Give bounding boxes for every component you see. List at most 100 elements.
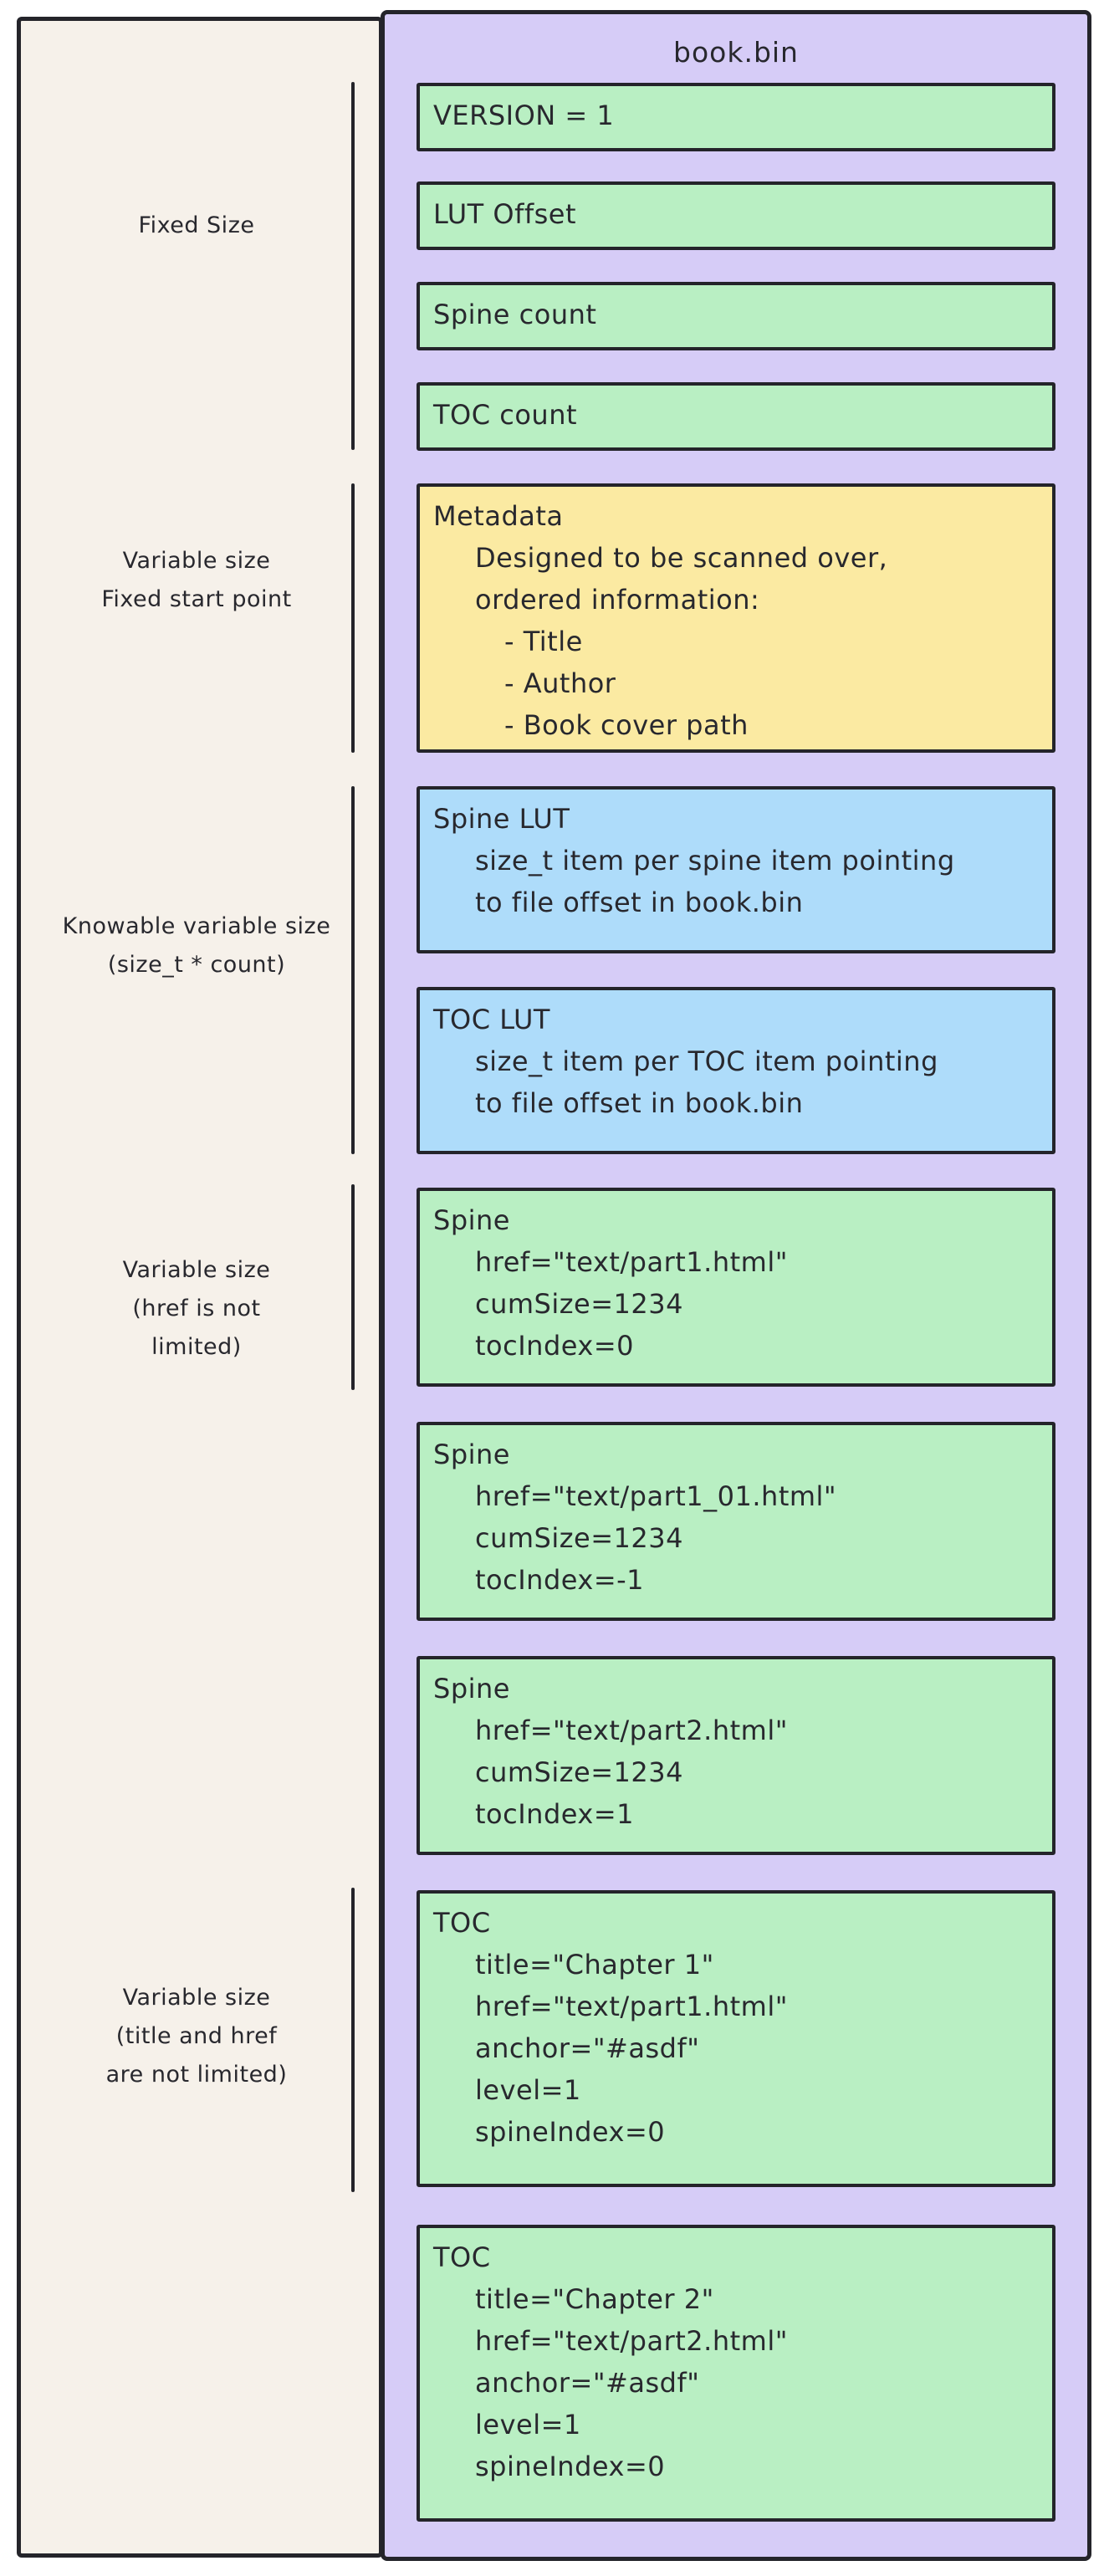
box-text: Designed to be scanned over, [475,542,888,574]
box-spine-1: Spine href="text/part1.html" cumSize=1234 t… [417,1188,1055,1387]
box-text: Spine [433,1673,510,1705]
size-label-4: Variable size (href is not limited) [29,1251,364,1367]
size-bracket-4 [351,1184,355,1390]
box-text: size_t item per spine item pointing [475,845,955,877]
box-text: href="text/part1_01.html" [475,1480,837,1512]
box-toc-count-line: TOC count [433,394,1040,436]
box-text: href="text/part2.html" [475,2325,788,2357]
box-text: Metadata [433,500,564,532]
box-text: Spine LUT [433,803,570,835]
box-version-line: VERSION = 1 [433,95,1040,136]
box-spine-lut: Spine LUT size_t item per spine item poin… [417,786,1055,953]
box-spine-2-line: href="text/part1_01.html" [433,1475,1040,1517]
box-toc-1-line: TOC [433,1902,1040,1944]
box-text: cumSize=1234 [475,1756,683,1788]
box-text: Spine count [433,299,597,330]
box-text: tocIndex=-1 [475,1564,645,1596]
box-text: href="text/part1.html" [475,1246,788,1278]
box-spine-count-line: Spine count [433,294,1040,335]
size-label-line: Variable size [122,1257,271,1283]
box-text: href="text/part1.html" [475,1991,788,2022]
file-title: book.bin [673,36,799,69]
size-label-line: Knowable variable size [62,913,331,939]
size-bracket-5 [351,1888,355,2192]
box-toc-2-line: href="text/part2.html" [433,2320,1040,2362]
box-text: spineIndex=0 [475,2451,666,2482]
box-toc-1-line: href="text/part1.html" [433,1986,1040,2027]
box-toc-lut-line: to file offset in book.bin [433,1082,1040,1124]
box-spine-2-line: cumSize=1234 [433,1517,1040,1559]
box-toc-1: TOC title="Chapter 1" href="text/part1.htm… [417,1890,1055,2187]
box-text: level=1 [475,2074,581,2106]
box-spine-2-line: tocIndex=-1 [433,1559,1040,1601]
box-metadata-line: Metadata [433,495,1040,537]
box-toc-1-line: anchor="#asdf" [433,2027,1040,2069]
box-toc-2-line: spineIndex=0 [433,2446,1040,2487]
size-label-line: Variable size [122,548,271,574]
box-spine-1-line: tocIndex=0 [433,1325,1040,1367]
size-bracket-3 [351,786,355,1154]
box-spine-lut-line: size_t item per spine item pointing [433,840,1040,882]
box-toc-lut-line: size_t item per TOC item pointing [433,1040,1040,1082]
box-spine-count: Spine count [417,282,1055,350]
box-version: VERSION = 1 [417,83,1055,151]
box-text: cumSize=1234 [475,1288,683,1320]
box-toc-1-line: spineIndex=0 [433,2111,1040,2153]
box-text: size_t item per TOC item pointing [475,1045,938,1077]
box-text: LUT Offset [433,198,576,230]
box-toc-1-line: level=1 [433,2069,1040,2111]
box-spine-2-line: Spine [433,1434,1040,1475]
size-label-1: Fixed Size [29,207,364,245]
size-bracket-1 [351,82,355,450]
box-metadata-line: - Title [433,621,1040,662]
box-text: - Title [504,626,583,657]
box-text: anchor="#asdf" [475,2367,700,2399]
box-metadata-line: - Book cover path [433,704,1040,746]
box-text: href="text/part2.html" [475,1715,788,1746]
box-toc-2: TOC title="Chapter 2" href="text/part2.htm… [417,2225,1055,2522]
box-spine-3-line: cumSize=1234 [433,1751,1040,1793]
size-label-line: (size_t * count) [107,952,286,978]
box-spine-lut-line: Spine LUT [433,798,1040,840]
box-toc-count: TOC count [417,382,1055,451]
size-label-3: Knowable variable size (size_t * count) [29,907,364,984]
box-text: spineIndex=0 [475,2116,666,2148]
box-spine-3-line: tocIndex=1 [433,1793,1040,1835]
box-spine-1-line: href="text/part1.html" [433,1241,1040,1283]
size-label-line: Variable size [122,1985,271,2011]
box-toc-2-line: TOC [433,2236,1040,2278]
size-label-line: (href is not [132,1296,261,1321]
box-text: cumSize=1234 [475,1522,683,1554]
box-text: to file offset in book.bin [475,1087,804,1119]
box-spine-3-line: Spine [433,1668,1040,1710]
box-text: to file offset in book.bin [475,887,804,918]
size-label-line: Fixed start point [101,586,292,612]
box-metadata-line: Designed to be scanned over, [433,537,1040,579]
box-lut-offset-line: LUT Offset [433,193,1040,235]
box-text: level=1 [475,2409,581,2441]
box-text: tocIndex=0 [475,1330,634,1362]
box-text: - Book cover path [504,709,749,741]
box-text: TOC [433,1907,491,1939]
box-text: TOC LUT [433,1004,550,1035]
size-bracket-2 [351,483,355,753]
box-text: anchor="#asdf" [475,2032,700,2064]
size-annotations-panel [17,17,383,2558]
box-text: ordered information: [475,584,760,616]
box-spine-3: Spine href="text/part2.html" cumSize=1234 t… [417,1656,1055,1855]
size-label-line: Fixed Size [138,212,255,238]
box-text: title="Chapter 2" [475,2283,714,2315]
box-text: title="Chapter 1" [475,1949,714,1981]
box-text: Spine [433,1439,510,1470]
size-label-line: are not limited) [105,2062,288,2088]
box-toc-2-line: title="Chapter 2" [433,2278,1040,2320]
box-toc-2-line: anchor="#asdf" [433,2362,1040,2404]
box-toc-1-line: title="Chapter 1" [433,1944,1040,1986]
box-text: Spine [433,1204,510,1236]
box-text: TOC [433,2241,491,2273]
box-spine-2: Spine href="text/part1_01.html" cumSize=12… [417,1422,1055,1621]
size-label-line: limited) [151,1334,242,1360]
